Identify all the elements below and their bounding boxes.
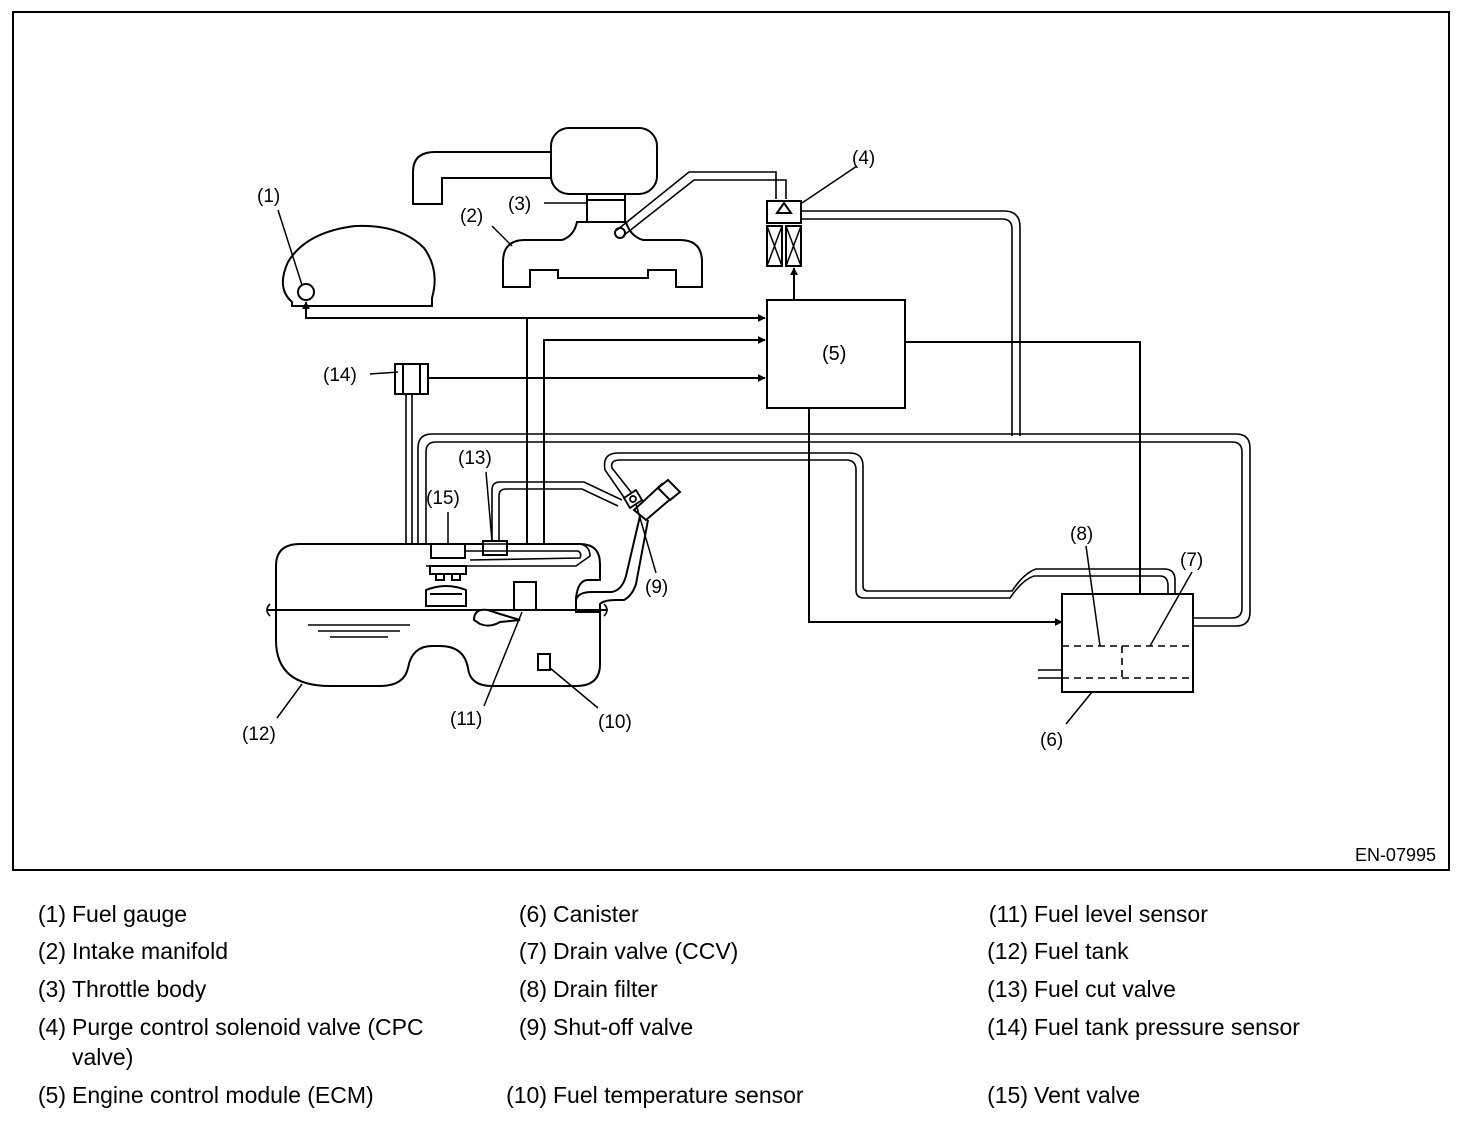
legend-text: Fuel level sensor — [1034, 901, 1208, 927]
callout-1: (1) — [257, 186, 280, 207]
legend-text: Fuel gauge — [72, 901, 188, 927]
legend-text: Drain valve (CCV) — [553, 938, 739, 964]
legend-text: Vent valve — [1034, 1082, 1141, 1108]
legend-num: (6) — [518, 901, 547, 927]
parts-legend: (1) Fuel gauge (2) Intake manifold (3) T… — [0, 895, 1472, 1125]
air-duct — [412, 127, 658, 205]
fuel-pump — [425, 585, 467, 607]
legend-num: (3) — [37, 976, 66, 1002]
legend-text: Fuel tank — [1034, 938, 1129, 964]
legend-num: (11) — [988, 901, 1028, 927]
legend-text: Engine control module (ECM) — [72, 1082, 374, 1108]
legend-text: Canister — [553, 901, 639, 927]
leader-lines — [276, 165, 1193, 725]
callout-14: (14) — [323, 365, 357, 386]
canister-internal — [1062, 645, 1193, 679]
legend-num: (10) — [506, 1082, 547, 1108]
filler-neck — [632, 478, 682, 522]
fuel-cut-valve — [482, 540, 508, 556]
legend-text: Intake manifold — [72, 938, 228, 964]
fuel-level-sensor — [513, 581, 537, 611]
canister-box — [1061, 593, 1194, 693]
fuel-gauge-meter — [297, 283, 315, 301]
callout-5: (5) — [822, 343, 846, 365]
legend-num: (1) — [37, 901, 66, 927]
legend-text: Purge control solenoid valve (CPC valve) — [72, 1014, 424, 1070]
legend-text: Shut-off valve — [553, 1014, 694, 1040]
fuel-level-float — [472, 608, 521, 627]
legend-num: (13) — [987, 976, 1028, 1002]
callout-8: (8) — [1070, 524, 1093, 545]
callout-15: (15) — [426, 488, 460, 509]
callout-9: (9) — [645, 577, 668, 598]
legend-text: Fuel temperature sensor — [553, 1082, 804, 1108]
legend-text: Drain filter — [553, 976, 658, 1002]
legend-text: Fuel tank pressure sensor — [1034, 1014, 1300, 1040]
purge-line — [616, 171, 787, 237]
ecm-box — [766, 299, 906, 409]
canister-to-cpc-line — [801, 210, 1021, 436]
callout-4: (4) — [852, 148, 875, 169]
cpc-valve — [766, 200, 802, 267]
fuel-cut-valve-line — [491, 481, 623, 546]
fuel-tank-outline — [275, 543, 601, 687]
callout-2: (2) — [460, 206, 483, 227]
vent-valve-line — [426, 543, 591, 567]
legend-num: (15) — [987, 1082, 1028, 1108]
fuel-temperature-sensor — [537, 653, 551, 671]
fuel-tank-pressure-sensor — [394, 363, 429, 395]
legend-num: (4) — [37, 1014, 66, 1040]
pressure-sensor-tube — [405, 394, 413, 548]
legend-num: (7) — [518, 938, 547, 964]
legend-num: (9) — [518, 1014, 547, 1040]
vent-line-to-canister — [417, 433, 1251, 627]
intake-manifold — [502, 221, 703, 288]
diagram-frame — [12, 11, 1450, 871]
vent-valve — [429, 543, 467, 581]
callout-7: (7) — [1180, 550, 1203, 571]
signal-lines — [302, 267, 1144, 654]
legend-text: Fuel cut valve — [1034, 976, 1176, 1002]
fuel-tank-break-left — [266, 603, 271, 617]
callout-13: (13) — [458, 448, 492, 469]
legend-num: (12) — [987, 938, 1028, 964]
callout-6: (6) — [1040, 730, 1063, 751]
evap-system-diagram: (1) (2) (3) (4) (5) (14) (13) (15) (8) (… — [12, 11, 1450, 871]
fuel-surface-lines — [308, 624, 410, 638]
callout-3: (3) — [508, 194, 531, 215]
fuel-tank-break-right — [603, 603, 608, 617]
callout-10: (10) — [598, 712, 632, 733]
legend-text: Throttle body — [72, 976, 207, 1002]
legend-num: (5) — [37, 1082, 66, 1108]
callout-11: (11) — [450, 709, 482, 730]
legend-num: (2) — [37, 938, 66, 964]
evap-line-to-canister — [603, 452, 1176, 599]
filler-pipe — [575, 515, 649, 612]
figure-code: EN-07995 — [1355, 845, 1436, 865]
legend-num: (8) — [518, 976, 547, 1002]
legend-num: (14) — [987, 1014, 1028, 1040]
canister-drain-pipe — [1038, 669, 1062, 679]
shut-off-valve — [622, 488, 644, 510]
callout-12: (12) — [242, 724, 276, 745]
fuel-gauge-outline — [281, 224, 436, 307]
throttle-body — [586, 193, 626, 225]
